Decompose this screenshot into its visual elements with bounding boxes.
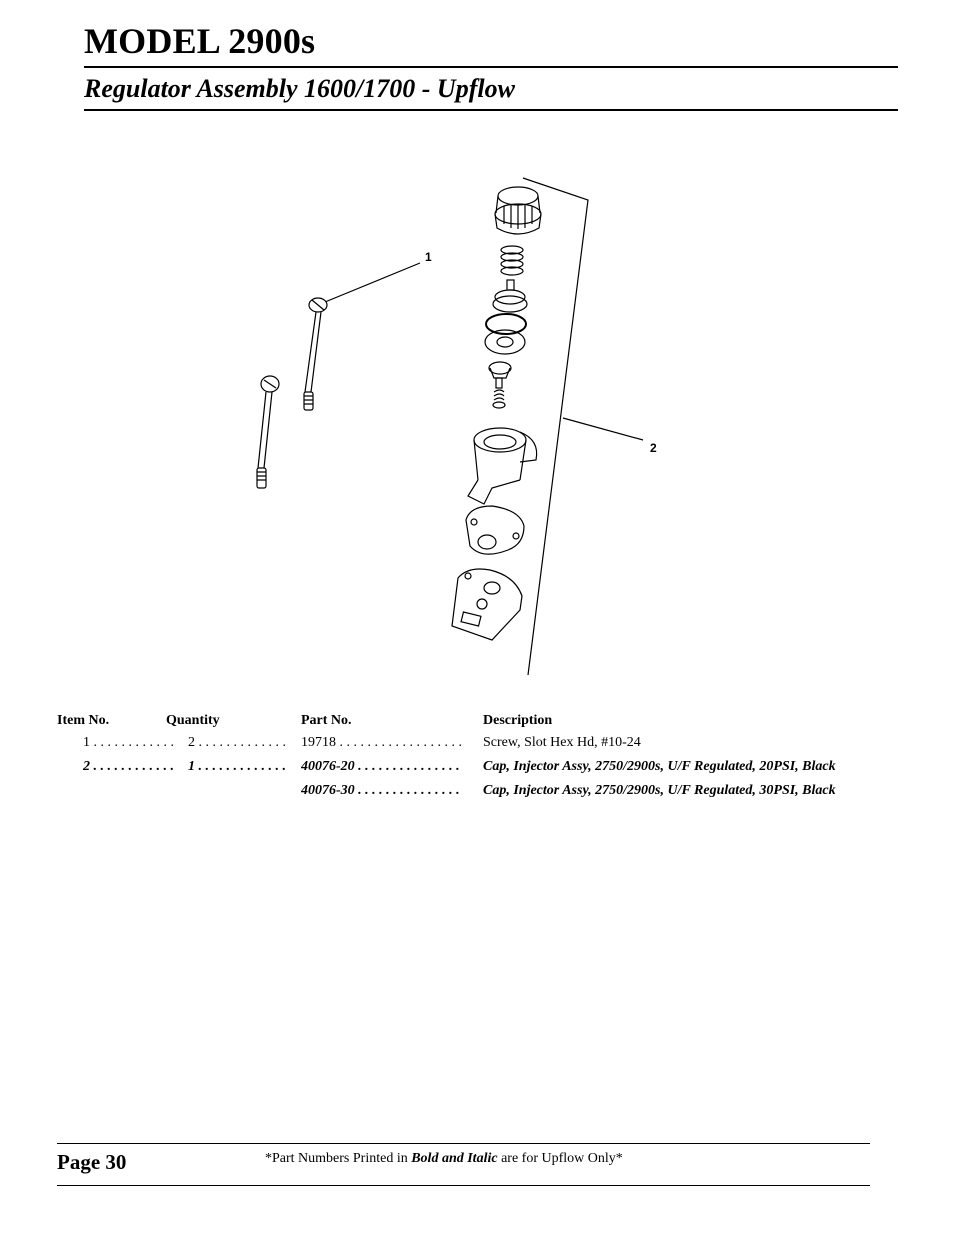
col-header-part: Part No. [301,713,352,728]
body-part [467,427,538,505]
piston-part [492,279,528,313]
description-cell: Screw, Slot Hex Hd, #10-24 [483,735,641,750]
exploded-parts-diagram [256,177,644,676]
part-cell: 19718 . . . . . . . . . . . . . . . . . … [301,735,462,750]
page-number: Page 30 [57,1150,127,1174]
description-cell: Cap, Injector Assy, 2750/2900s, U/F Regu… [483,759,836,774]
diaphragm-part [484,329,526,355]
callout-2-leader [562,417,644,441]
cap-part [494,186,542,235]
part-cell: 40076-30 . . . . . . . . . . . . . . . [301,783,460,798]
callout-1-leader [324,262,421,303]
title-rule [84,66,898,68]
description-cell: Cap, Injector Assy, 2750/2900s, U/F Regu… [483,783,836,798]
callout-2: 2 [650,441,657,455]
callout-2-bracket [522,177,589,676]
item-cell: 2 . . . . . . . . . . . . [83,759,174,774]
footer-note: *Part Numbers Printed in Bold and Italic… [265,1151,623,1167]
col-header-quantity: Quantity [166,713,220,728]
model-title: MODEL 2900s [84,21,316,61]
quantity-cell: 2 . . . . . . . . . . . . . [188,735,286,750]
quantity-cell: 1 . . . . . . . . . . . . . [188,759,286,774]
footer-note-prefix: *Part Numbers Printed in [265,1151,412,1166]
spring-part [500,245,524,276]
footer-note-suffix: are for Upflow Only* [497,1151,623,1166]
col-header-description: Description [483,713,553,728]
footer-top-rule [57,1143,870,1144]
part-cell: 40076-20 . . . . . . . . . . . . . . . [301,759,460,774]
col-header-item: Item No. [57,713,110,728]
item-cell: 1 . . . . . . . . . . . . [83,735,174,750]
footer-bottom-rule [57,1185,870,1186]
base-plate-part [451,568,523,641]
screw-upper [303,297,328,411]
section-rule [84,109,898,111]
seat-part [488,361,512,389]
gasket-part [465,505,525,555]
section-title: Regulator Assembly 1600/1700 - Upflow [84,74,515,103]
small-spring-part [492,389,506,409]
screw-lower [256,375,280,489]
callout-1: 1 [425,250,432,264]
o-ring-part [485,313,527,335]
footer-note-emphasis: Bold and Italic [411,1151,498,1166]
